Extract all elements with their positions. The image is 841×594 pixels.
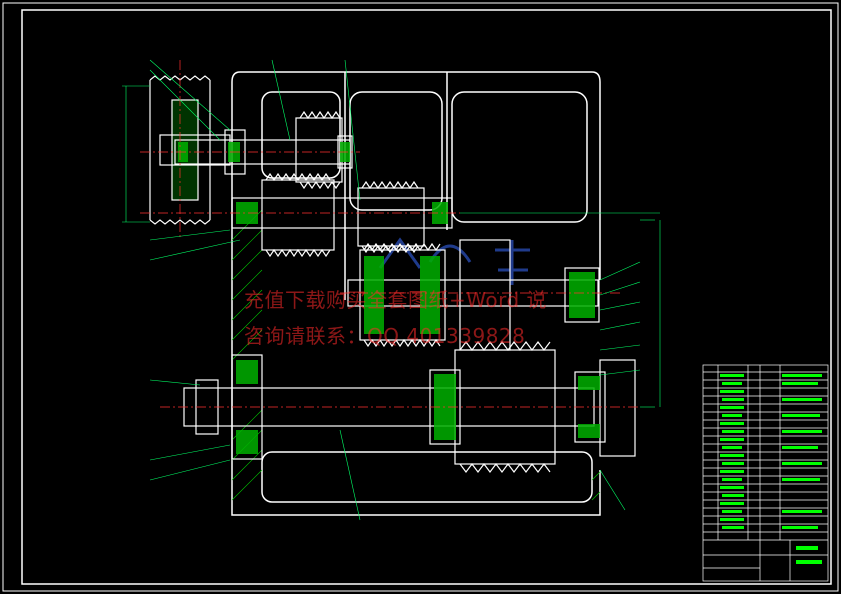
centre-lines bbox=[140, 60, 640, 408]
watermark-line-2: 咨询请联系：QQ 401339828 bbox=[244, 324, 526, 348]
input-shaft bbox=[174, 110, 353, 190]
title-block-text bbox=[720, 374, 822, 564]
dimension-lines bbox=[122, 59, 661, 521]
intermediate-shaft-2-hatching bbox=[364, 256, 595, 334]
watermark-line-1: 充值下载购买全套图纸+Word 说 bbox=[244, 288, 548, 312]
inner-border bbox=[21, 9, 832, 585]
intermediate-shaft-1-hatching bbox=[236, 202, 448, 224]
intermediate-shaft-1 bbox=[231, 172, 453, 258]
title-block bbox=[702, 364, 829, 582]
v-belt-pulley bbox=[149, 75, 231, 225]
gearbox-housing bbox=[231, 71, 601, 516]
